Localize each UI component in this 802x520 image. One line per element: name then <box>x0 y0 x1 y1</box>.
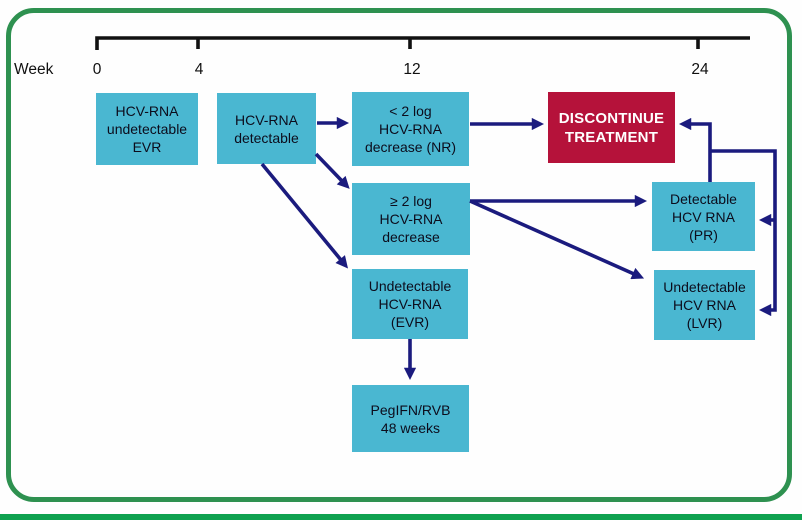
node-less-2log-decrease-nr: < 2 log HCV-RNA decrease (NR) <box>352 92 469 166</box>
week-axis-label: Week <box>14 61 54 78</box>
tick-label-week-24: 24 <box>691 61 709 78</box>
node-ge-2log-decrease: ≥ 2 log HCV-RNA decrease <box>352 183 470 255</box>
node-pegifn-rvb-48-weeks: PegIFN/RVB 48 weeks <box>352 385 469 452</box>
figure-border <box>6 8 792 502</box>
bottom-green-strip <box>0 514 802 520</box>
node-undetectable-hcv-rna-lvr: Undetectable HCV RNA (LVR) <box>654 270 755 340</box>
tick-label-week-0: 0 <box>92 61 102 78</box>
node-hcv-rna-undetectable-evr: HCV-RNA undetectable EVR <box>96 93 198 165</box>
tick-label-week-4: 4 <box>194 61 204 78</box>
node-hcv-rna-detectable: HCV-RNA detectable <box>217 93 316 164</box>
node-detectable-hcv-rna-pr: Detectable HCV RNA (PR) <box>652 182 755 251</box>
node-discontinue-treatment: DISCONTINUE TREATMENT <box>548 92 675 163</box>
node-undetectable-hcv-rna-evr: Undetectable HCV-RNA (EVR) <box>352 269 468 339</box>
tick-label-week-12: 12 <box>403 61 421 78</box>
